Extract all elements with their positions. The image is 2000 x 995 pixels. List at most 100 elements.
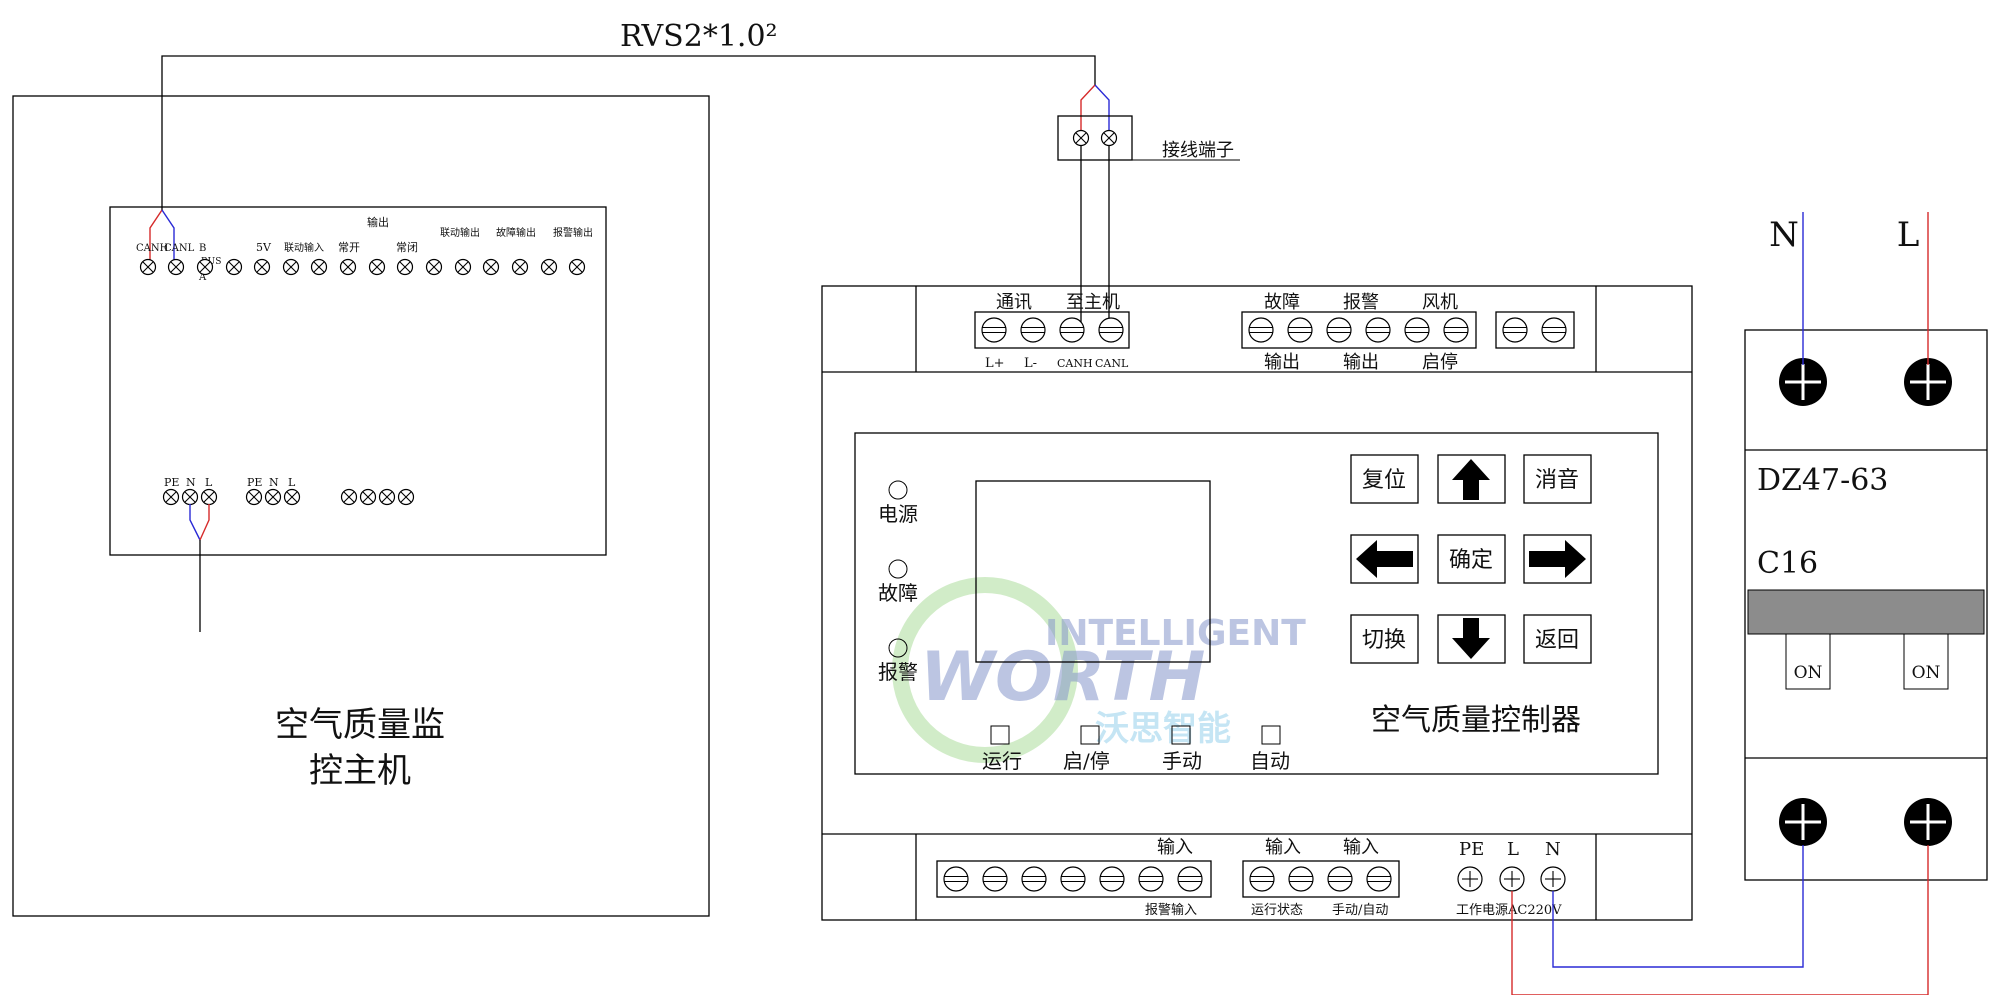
status-box-start-stop: [1080, 725, 1100, 745]
power-label-pe2: PE: [247, 476, 262, 489]
monitor-output-header: 输出: [367, 215, 389, 229]
breaker-model: DZ47-63: [1757, 463, 1888, 498]
down-button[interactable]: [1437, 614, 1506, 664]
mute-button[interactable]: 消音: [1523, 454, 1592, 504]
label-output2: 输出: [1343, 352, 1379, 373]
monitor-title-line2: 控主机: [309, 751, 411, 791]
switch-button[interactable]: 切换: [1350, 614, 1419, 664]
watermark-line2: WORTH: [920, 638, 1205, 717]
terminal-block: 接线端子: [1057, 115, 1240, 330]
label-to-host: 至主机: [1066, 292, 1120, 313]
right-button[interactable]: [1523, 534, 1592, 584]
label-canl: CANL: [164, 243, 195, 254]
left-button[interactable]: [1350, 534, 1419, 584]
label-canh: CANH: [136, 243, 169, 254]
up-button[interactable]: [1437, 454, 1506, 504]
monitor-terminal-panel: [109, 206, 607, 556]
label-input2: 输入: [1265, 837, 1301, 858]
confirm-button-label: 确定: [1449, 548, 1493, 573]
breaker-screw-icon: [1777, 796, 1829, 848]
label-comm: 通讯: [996, 292, 1032, 313]
label-fault-top: 故障: [1264, 292, 1300, 313]
breaker-toggle-right[interactable]: ON: [1903, 633, 1949, 690]
power-input-terminals: [1457, 866, 1566, 892]
terminal-label-canl: CANL: [1095, 357, 1129, 370]
label-normally-open: 常开: [338, 241, 360, 254]
status-box-auto: [1261, 725, 1281, 745]
terminal-label-lminus: L-: [1024, 356, 1037, 371]
breaker-n-label: N: [1769, 215, 1799, 255]
watermark-line3: 沃思智能: [1095, 709, 1231, 749]
label-b: B: [199, 243, 206, 254]
back-button-label: 返回: [1535, 628, 1579, 653]
monitor-title-line1: 空气质量监: [275, 705, 445, 745]
label-alarm-input: 报警输入: [1145, 902, 1197, 918]
status-input-terminal-strip: [1242, 860, 1400, 898]
status-run: 运行: [982, 749, 1022, 773]
indicator-fault: 故障: [878, 581, 918, 605]
label-5v: 5V: [256, 241, 272, 254]
status-manual: 手动: [1162, 749, 1202, 773]
signal-cable: RVS2*1.0²: [149, 19, 1110, 265]
alarm-input-terminal-strip: [936, 860, 1212, 898]
spare-terminal-strip: [1495, 311, 1575, 349]
back-button[interactable]: 返回: [1523, 614, 1592, 664]
indicator-power: 电源: [878, 502, 918, 526]
reset-button[interactable]: 复位: [1350, 454, 1419, 504]
terminal-label-lplus: L+: [985, 356, 1005, 371]
power-label-n2: N: [269, 476, 279, 489]
label-l-bottom: L: [1507, 839, 1519, 860]
breaker-l-label: L: [1897, 215, 1920, 255]
status-box-manual: [1171, 725, 1191, 745]
arrow-right-icon: [1529, 540, 1586, 578]
reset-button-label: 复位: [1362, 468, 1406, 493]
label-normally-closed: 常闭: [396, 241, 418, 254]
arrow-left-icon: [1356, 540, 1413, 578]
front-panel: [854, 432, 1659, 775]
label-alarm-top: 报警: [1343, 292, 1379, 313]
switch-button-label: 切换: [1362, 628, 1406, 653]
watermark-line1: INTELLIGENT: [1045, 613, 1306, 654]
cable-label: RVS2*1.0²: [620, 19, 778, 54]
arrow-up-icon: [1452, 459, 1490, 500]
power-wiring: [1511, 212, 1929, 995]
breaker-toggle-left-label: ON: [1794, 663, 1823, 683]
label-fault-output: 故障输出: [496, 226, 536, 239]
label-fan-top: 风机: [1422, 292, 1458, 313]
indicator-alarm: 报警: [878, 660, 918, 684]
controller-title: 空气质量控制器: [1371, 703, 1581, 738]
breaker-rating: C16: [1757, 546, 1818, 581]
comm-terminal-strip: [974, 311, 1130, 349]
lcd-screen: [975, 480, 1211, 663]
label-run-status: 运行状态: [1251, 903, 1303, 918]
power-led-icon: [888, 480, 908, 500]
status-box-run: [990, 725, 1010, 745]
circuit-breaker: DZ47-63 C16 ON ON N L: [1744, 215, 1988, 881]
fault-led-icon: [888, 559, 908, 579]
label-pe-bottom: PE: [1459, 839, 1484, 860]
label-input3: 输入: [1343, 837, 1379, 858]
monitor-host: 输出 CANH CANL B BUS A 5V 联动输入 常开 常闭 联动输出 …: [12, 95, 710, 917]
label-alarm-output: 报警输出: [553, 226, 593, 239]
power-label-pe1: PE: [164, 476, 179, 489]
watermark-globe-icon: [892, 577, 1078, 763]
terminal-label-canh: CANH: [1057, 357, 1093, 370]
breaker-screw-icon: [1777, 356, 1829, 408]
breaker-toggle-right-label: ON: [1912, 663, 1941, 683]
label-power: 工作电源AC220V: [1456, 903, 1562, 918]
power-label-l1: L: [205, 476, 213, 489]
breaker-switch-bar: [1747, 589, 1985, 635]
label-n-bottom: N: [1545, 839, 1561, 860]
power-label-l2: L: [288, 476, 296, 489]
confirm-button[interactable]: 确定: [1437, 534, 1506, 584]
monitor-top-terminals: [139, 258, 586, 276]
label-start-stop: 启停: [1422, 352, 1458, 373]
terminal-block-label: 接线端子: [1162, 140, 1234, 161]
breaker-toggle-left[interactable]: ON: [1785, 633, 1831, 690]
label-output1: 输出: [1264, 352, 1300, 373]
output-terminal-strip: [1241, 311, 1477, 349]
arrow-down-icon: [1452, 618, 1490, 659]
watermark: INTELLIGENT WORTH 沃思智能: [892, 577, 1306, 763]
label-link-input: 联动输入: [284, 241, 324, 254]
